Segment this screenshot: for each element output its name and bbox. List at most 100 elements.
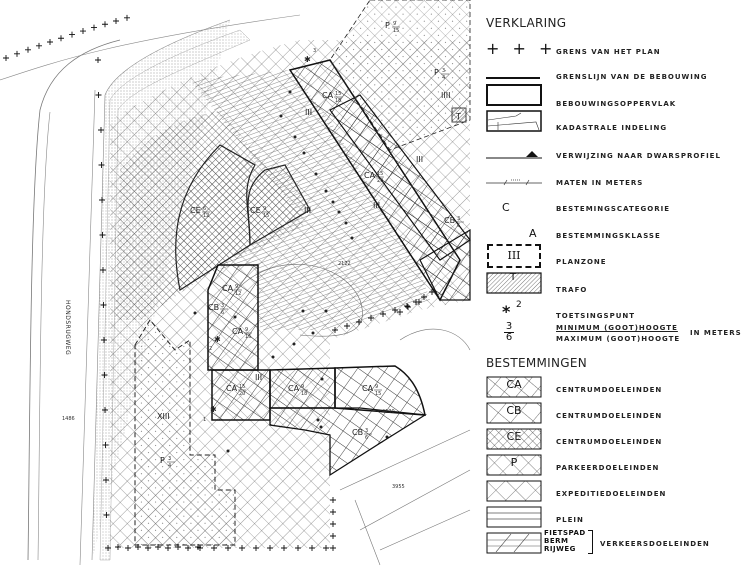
boundary-cross [36, 42, 42, 49]
boundary-cross [211, 545, 217, 551]
boundary-cross [330, 533, 336, 539]
boundary-cross [397, 309, 403, 315]
zone-min-height: 9 [245, 327, 248, 333]
zone-code: CA [288, 384, 300, 393]
zone-min-height: 9 [263, 206, 266, 212]
zone-code: CA [322, 91, 334, 100]
plein-dot [311, 331, 315, 335]
boundary-cross [100, 302, 107, 308]
boundary-cross [332, 327, 338, 333]
boundary-cross [125, 545, 131, 551]
zone-min-height: 15 [335, 91, 341, 97]
zone-code: CB [444, 216, 455, 225]
legend-label: PARKEERDOELEINDEN [556, 464, 660, 472]
boundary-cross [405, 304, 411, 310]
planzone-label: III [373, 201, 380, 210]
boundary-cross [58, 35, 64, 42]
bestemming-swatch [486, 480, 542, 502]
plein-dot [316, 418, 320, 422]
toetsingspunt: ✱ [214, 335, 221, 344]
zone-max-height: 12 [203, 213, 209, 219]
zone-max-height: 20 [377, 178, 383, 184]
zone-max-height: 18 [301, 391, 307, 397]
zone-code: CA [362, 384, 374, 393]
category-symbol: C [502, 201, 510, 214]
zone-min-height: 15 [239, 384, 245, 390]
boundary-cross [113, 18, 119, 24]
toetsingspunt-number: 3 [313, 48, 316, 54]
boundary-cross [98, 127, 104, 133]
boundary-cross [330, 521, 336, 527]
plein-dot [302, 151, 306, 155]
legend-label: PLEIN [556, 516, 584, 524]
boundary-cross [267, 545, 273, 551]
plein-dot [319, 425, 323, 429]
parking-zone-north [329, 0, 471, 151]
zone-max-height: 4 [442, 75, 445, 81]
boundary-cross [103, 512, 110, 518]
bestemming-swatch: CE [486, 428, 542, 450]
boundary-cross [239, 545, 245, 551]
zone-min-height: 9 [301, 384, 304, 390]
zone-min-height: 3 [168, 456, 171, 462]
boundary-cross [330, 509, 336, 515]
zone-code: CE [190, 206, 201, 215]
zone-max-height: 12 [235, 291, 241, 297]
berm-label: BERM [544, 537, 569, 545]
zone-code: CB [208, 303, 219, 312]
planzone-label: III [304, 206, 311, 215]
boundary-cross [330, 545, 336, 551]
legend-label: CENTRUMDOELEINDEN [556, 412, 663, 420]
boundary-cross [356, 319, 362, 325]
plein-dot [331, 200, 335, 204]
rijweg-label: RIJWEG [544, 545, 576, 553]
cb-strip-east [419, 228, 471, 301]
zone-max-height: 18 [335, 98, 341, 104]
plein-dot [324, 189, 328, 193]
planzone-label: XIII [157, 412, 170, 421]
zone-min-height: 3 [457, 216, 460, 222]
boundary-cross [100, 267, 106, 273]
plein-dot [288, 90, 292, 94]
toetsingspunt: ✱ [304, 55, 311, 64]
boundary-cross [91, 24, 97, 31]
legend: VERKLARING + + + GRENS VAN HET PLAN GREN… [484, 0, 752, 571]
boundary-cross [330, 497, 336, 503]
zone-max-height: 6 [365, 435, 368, 441]
legend-label: GRENSLIJN VAN DE BEBOUWING [556, 73, 708, 81]
boundary-cross [225, 545, 231, 551]
boundary-cross [344, 323, 350, 329]
boundary-cross [98, 162, 105, 168]
boundary-cross [145, 545, 151, 551]
legend-section-title: BESTEMMINGEN [486, 356, 588, 370]
zone-max-height: 15 [263, 213, 269, 219]
height-min-value: 3 [504, 321, 514, 333]
boundary-cross [47, 39, 53, 45]
planzone-label: IIII [441, 91, 450, 100]
boundary-cross [295, 545, 301, 551]
zone-max-height: 15 [393, 28, 399, 34]
zone-code: P [434, 68, 439, 77]
unit-label: IN METERS [690, 329, 742, 337]
legend-label: GRENS VAN HET PLAN [556, 48, 661, 56]
legend-label: TRAFO [556, 286, 588, 294]
boundary-cross [135, 544, 141, 550]
bestemming-code: CA [506, 378, 522, 391]
boundary-cross [105, 545, 111, 551]
zone-max-height: 4 [168, 463, 171, 469]
zone-min-height: 3 [442, 68, 445, 74]
bestemming-swatch: P [486, 454, 542, 476]
zone-code: CA [232, 327, 244, 336]
boundary-cross [309, 545, 315, 551]
planzone-label: III [416, 155, 423, 164]
zone-min-height: 3 [221, 303, 224, 309]
